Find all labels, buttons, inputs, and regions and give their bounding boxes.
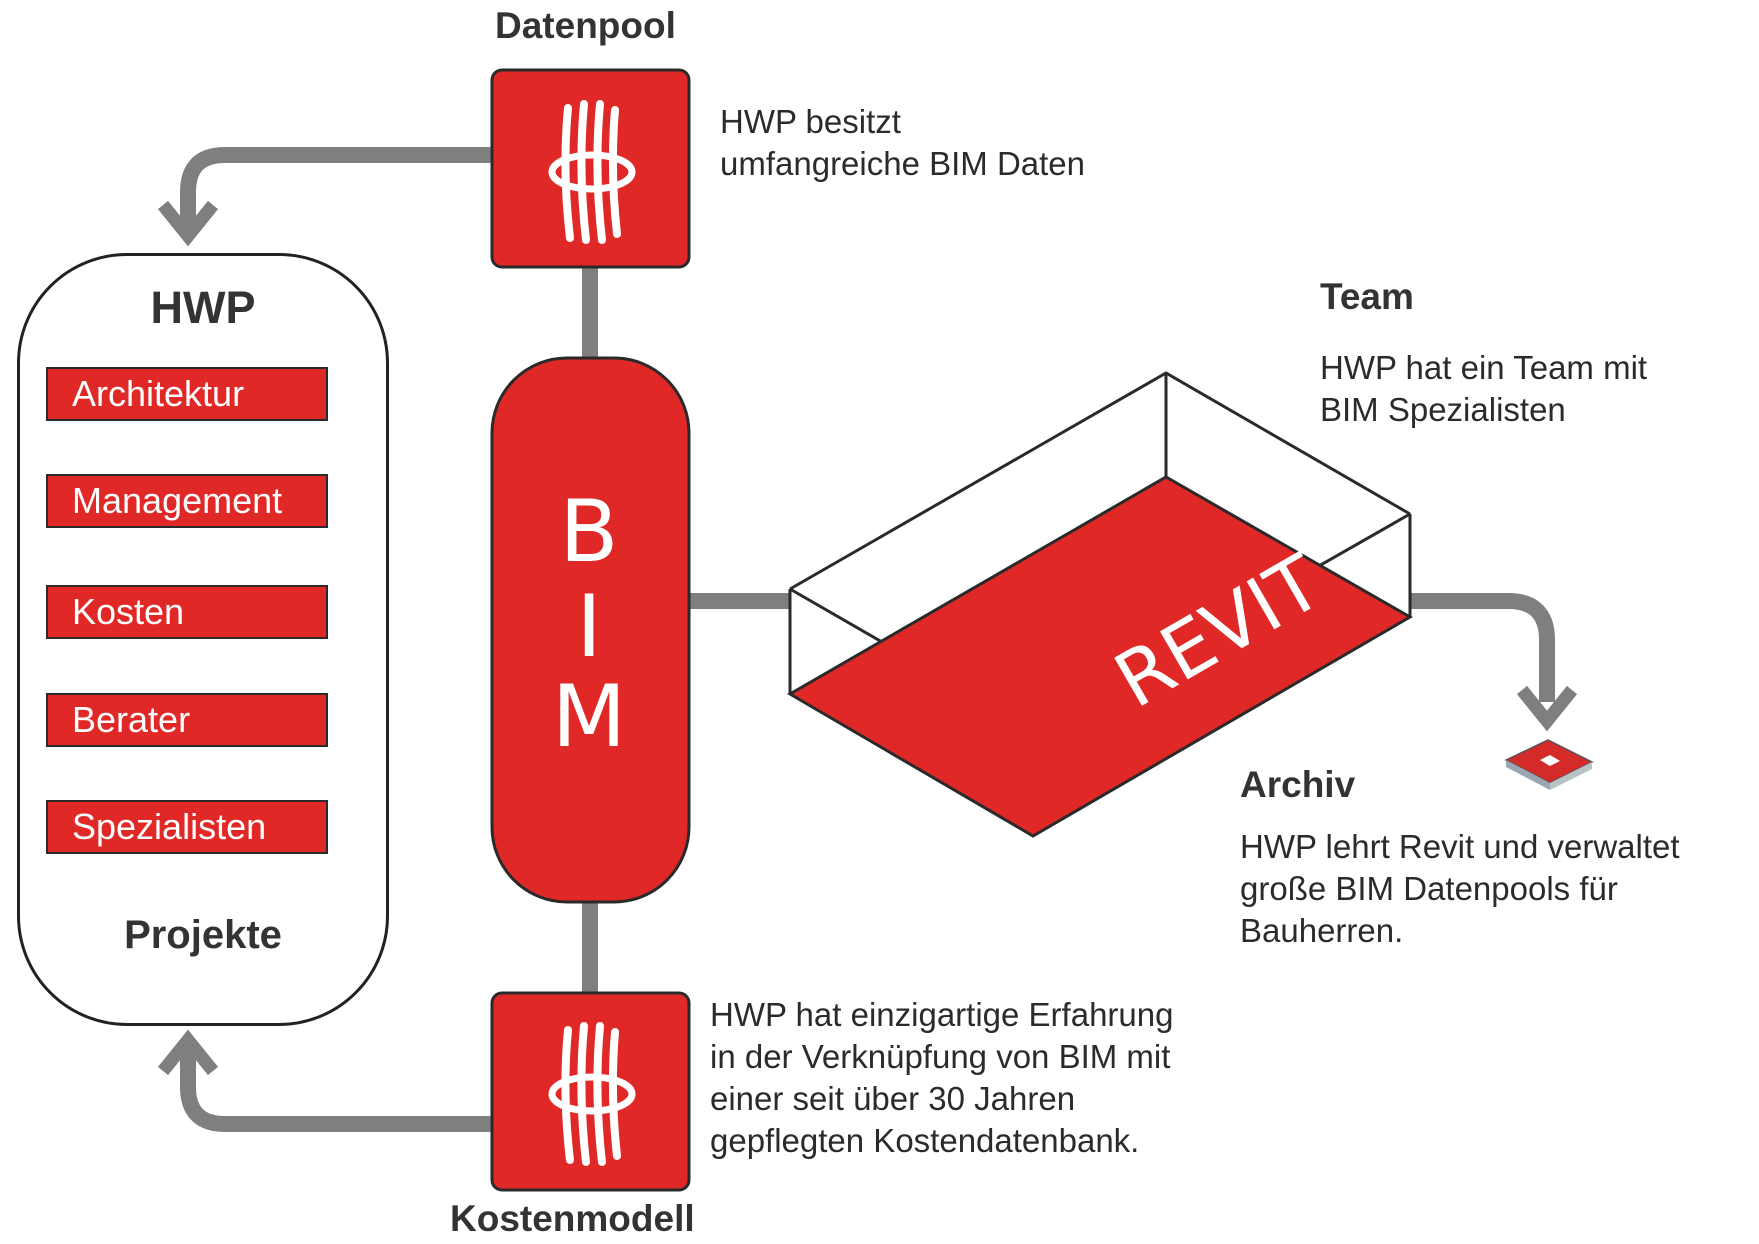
bim-letter-m: M [551,667,627,767]
department-architektur: Architektur [46,367,328,421]
bim-letter-i: I [576,577,602,677]
connector-revit-to-archiv [1410,593,1578,732]
datenpool-box [490,68,691,269]
datenpool-description-line: umfangreiche BIM Daten [720,145,1086,182]
bim-letter-b: B [559,482,619,582]
team-description-line: BIM Spezialisten [1320,391,1566,428]
team-heading: Team [1320,276,1414,317]
archiv-description-line: Bauherren. [1240,912,1404,949]
datenpool-description-line: HWP besitzt [720,103,901,140]
arrow-up-icon [157,1029,219,1076]
archive-chip-icon [1504,739,1594,790]
kostenmodell-box [490,991,691,1192]
archiv-heading: Archiv [1240,764,1356,805]
kostenmodell-description-line: einer seit über 30 Jahren [710,1080,1076,1117]
department-berater: Berater [46,693,328,747]
hwp-title: HWP [150,282,256,333]
department-management: Management [46,474,328,528]
archiv-description: HWP lehrt Revit und verwaltet große BIM … [1240,826,1680,952]
kostenmodell-description-line: gepflegten Kostendatenbank. [710,1122,1140,1159]
arrow-down-icon [1516,685,1578,732]
datenpool-description: HWP besitzt umfangreiche BIM Daten [720,101,1085,185]
kostenmodell-description: HWP hat einzigartige Erfahrung in der Ve… [710,994,1173,1162]
revit-box [787,371,1414,838]
team-description-line: HWP hat ein Team mit [1320,349,1648,386]
connector-kostenmodell-to-hwp [157,1029,492,1132]
datenpool-heading: Datenpool [495,5,676,46]
archiv-description-line: HWP lehrt Revit und verwaltet [1240,828,1680,865]
archiv-description-line: große BIM Datenpools für [1240,870,1618,907]
bim-pill [490,356,691,904]
projekte-label: Projekte [124,913,282,957]
kostenmodell-description-line: HWP hat einzigartige Erfahrung [710,996,1174,1033]
department-spezialisten: Spezialisten [46,800,328,854]
connector-datenpool-to-hwp [157,147,492,247]
department-kosten: Kosten [46,585,328,639]
team-description: HWP hat ein Team mit BIM Spezialisten [1320,347,1647,431]
kostenmodell-description-line: in der Verknüpfung von BIM mit [710,1038,1171,1075]
arrow-down-icon [157,200,219,247]
kostenmodell-heading: Kostenmodell [450,1198,695,1239]
